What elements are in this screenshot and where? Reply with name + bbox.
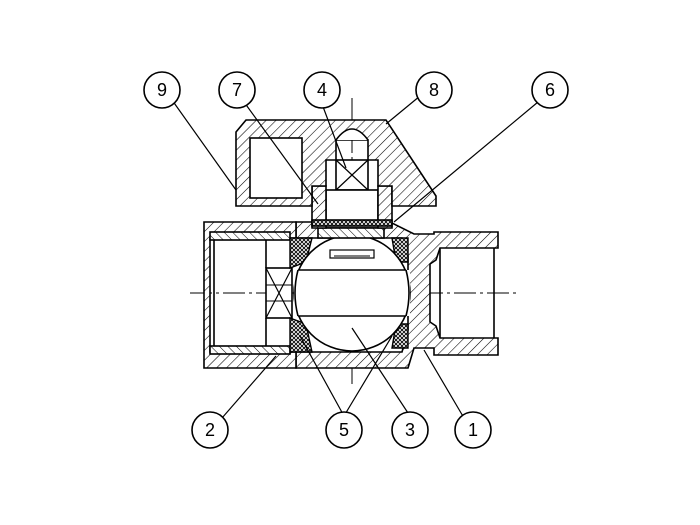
callout-8-label: 8 [429, 80, 439, 100]
callout-1-label: 1 [468, 420, 478, 440]
leader-lines [171, 95, 539, 419]
callout-4: 4 [303, 71, 341, 109]
callout-9-label: 9 [157, 80, 167, 100]
callout-8: 8 [415, 71, 453, 109]
callout-2: 2 [191, 411, 229, 449]
ball [293, 234, 411, 352]
callouts: 9 7 4 8 6 2 5 3 [143, 71, 569, 449]
callout-3-label: 3 [405, 420, 415, 440]
callout-6: 6 [531, 71, 569, 109]
gland-nut [311, 185, 393, 229]
callout-3: 3 [391, 411, 429, 449]
callout-9: 9 [143, 71, 181, 109]
callout-5-label: 5 [339, 420, 349, 440]
handle-lever [235, 119, 437, 207]
callout-4-label: 4 [317, 80, 327, 100]
callout-2-label: 2 [205, 420, 215, 440]
callout-7-label: 7 [232, 80, 242, 100]
callout-6-label: 6 [545, 80, 555, 100]
end-connector-left [203, 221, 297, 369]
callout-7: 7 [218, 71, 256, 109]
callout-1: 1 [454, 411, 492, 449]
callout-5: 5 [325, 411, 363, 449]
